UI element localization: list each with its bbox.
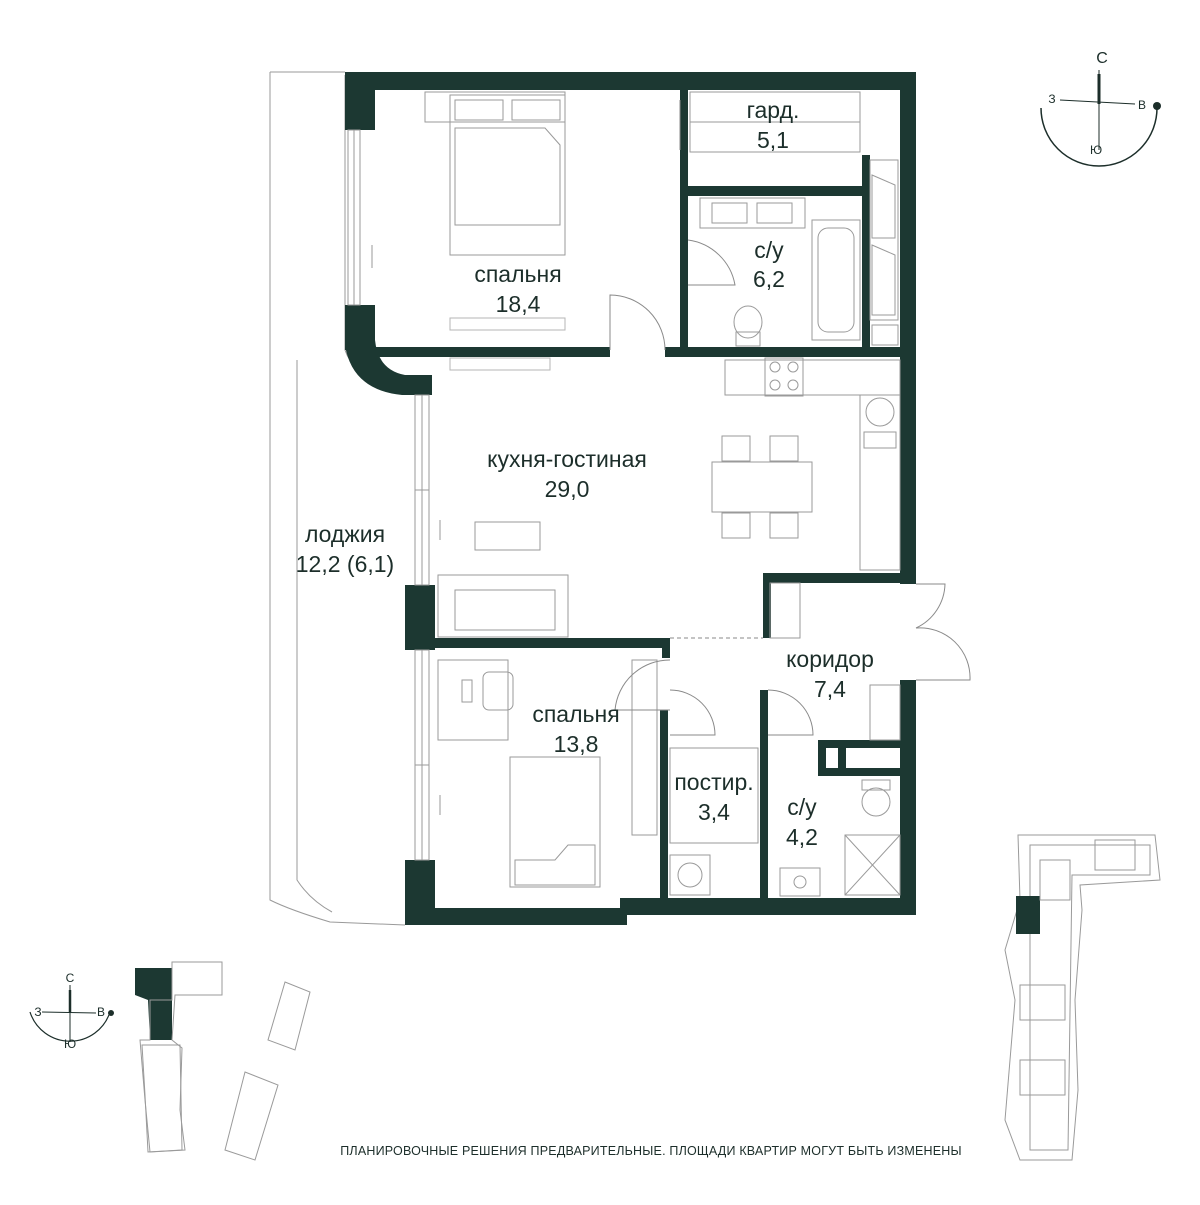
laundry-name: постир. [674, 769, 753, 795]
double-bed-icon [424, 91, 566, 256]
bedroom2-furniture [437, 659, 658, 888]
site-plan-map [135, 961, 311, 1161]
bedroom1-dresser-icon [449, 317, 566, 331]
compass-top-south: Ю [1090, 143, 1102, 157]
loggia-outline [269, 71, 406, 926]
wardrobe-name: гард. [747, 97, 800, 123]
wardrobe-area: 5,1 [757, 127, 789, 153]
bathroom1-name: с/у [754, 237, 784, 263]
furniture [424, 91, 901, 897]
corridor-area: 7,4 [814, 676, 846, 702]
kitchen-counter-icon [724, 357, 901, 571]
kitchen-living-area: 29,0 [545, 476, 590, 502]
compass-bottom-east: В [97, 1005, 105, 1019]
compass-bottom-icon: С З В Ю [29, 971, 114, 1051]
building-keyplan [1004, 834, 1161, 1161]
corridor-name: коридор [786, 646, 874, 672]
bathroom1-fixtures [699, 197, 861, 347]
living-cabinet-icon [449, 357, 551, 371]
loggia-area: 12,2 (6,1) [296, 551, 394, 577]
bedroom1-area: 18,4 [496, 291, 541, 317]
bathroom2-fixtures [779, 779, 901, 897]
sofa-icon [437, 521, 569, 638]
compass-top-east: В [1138, 98, 1146, 112]
compass-bottom-north: С [66, 971, 75, 985]
compass-bottom-west: З [34, 1005, 41, 1019]
disclaimer-text: ПЛАНИРОВОЧНЫЕ РЕШЕНИЯ ПРЕДВАРИТЕЛЬНЫЕ. П… [340, 1144, 962, 1158]
windows [347, 129, 441, 861]
kitchen-living-name: кухня-гостиная [487, 446, 647, 472]
bathroom2-name: с/у [787, 794, 817, 820]
laundry-area: 3,4 [698, 799, 730, 825]
loggia-name: лоджия [305, 521, 385, 547]
bedroom1-name: спальня [474, 261, 561, 287]
bedroom2-name: спальня [532, 701, 619, 727]
room-labels: спальня 18,4 гард. 5,1 с/у 6,2 кухня-гос… [296, 97, 874, 850]
washer-icon [669, 854, 711, 896]
compass-top-west: З [1048, 92, 1055, 106]
doors [609, 100, 971, 736]
compass-top-north: С [1096, 50, 1108, 67]
bathroom1-area: 6,2 [753, 266, 785, 292]
walls [345, 72, 916, 925]
bedroom2-area: 13,8 [554, 731, 599, 757]
dining-table-icon [711, 435, 813, 539]
compass-bottom-south: Ю [64, 1037, 76, 1051]
laundry-shelf-icon [669, 747, 759, 844]
compass-top-icon: С З В Ю [1040, 50, 1161, 167]
bathroom2-area: 4,2 [786, 824, 818, 850]
